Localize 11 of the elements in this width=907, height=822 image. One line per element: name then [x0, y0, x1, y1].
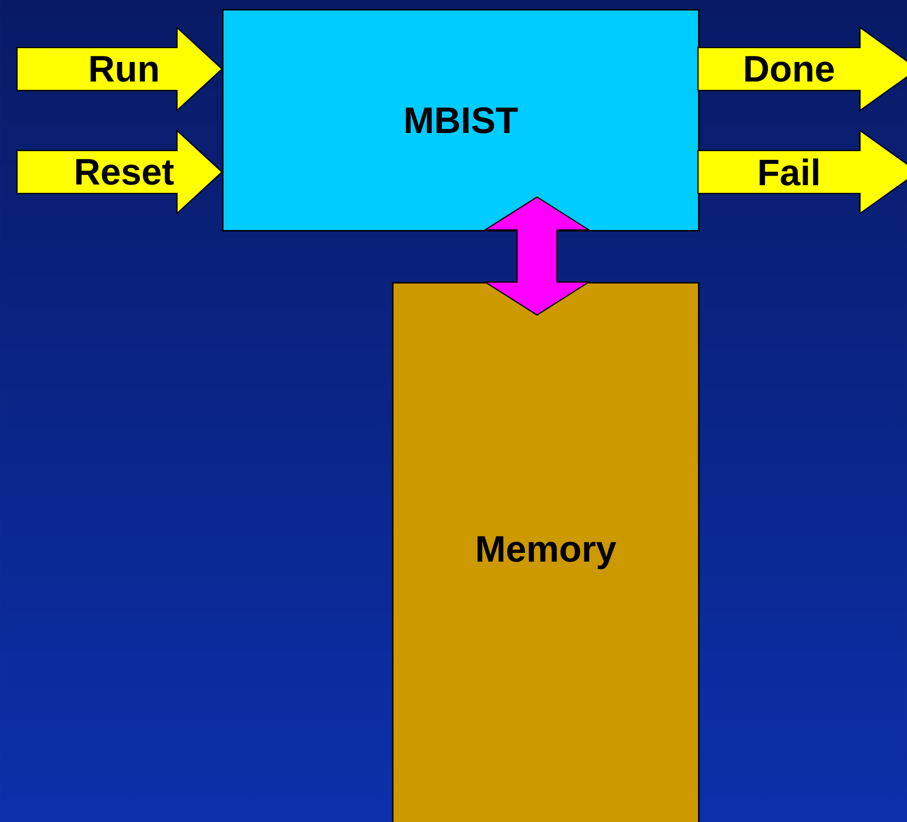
block-arrow [697, 26, 907, 112]
block-arrow [16, 129, 223, 215]
edge-label: Done [745, 56, 834, 82]
edge-label: Run [90, 56, 158, 82]
block-arrow [482, 196, 592, 316]
memory-block: Memory [392, 282, 700, 822]
edge-label: Reset [76, 159, 174, 185]
block-arrow [16, 26, 223, 112]
block-arrow [697, 129, 907, 215]
edge-label: Fail [760, 158, 818, 186]
module-box: MBIST [222, 9, 700, 232]
